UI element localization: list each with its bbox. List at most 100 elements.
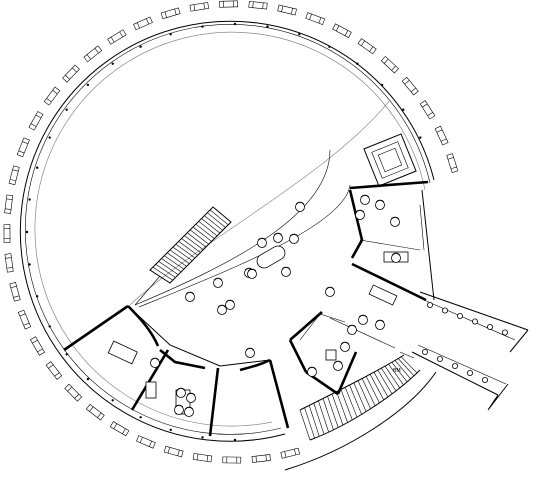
facade-post [86, 377, 90, 381]
chair [186, 393, 196, 403]
chair [217, 305, 227, 315]
side-desk [368, 284, 398, 306]
facade-post [201, 436, 204, 439]
stair-treads [134, 209, 229, 306]
chair [185, 292, 195, 302]
curved-tread [400, 356, 418, 374]
main-stair [134, 206, 232, 306]
bridge-seat [486, 323, 493, 330]
chair [307, 367, 317, 377]
chair [375, 200, 385, 210]
curved-tread [373, 372, 389, 398]
stair-tread [187, 232, 207, 248]
stair-tread [172, 246, 193, 262]
planter-segment [109, 421, 130, 437]
chair [360, 195, 370, 205]
stair-mark-label: BM [393, 368, 401, 374]
curved-tread [394, 360, 411, 379]
chair [347, 325, 357, 335]
planter-segment [29, 336, 46, 356]
chair [390, 217, 400, 227]
facade-post [298, 33, 301, 36]
facade-post [48, 136, 51, 139]
stair-tread [201, 218, 221, 234]
chair [355, 210, 365, 220]
planter-segment [8, 165, 20, 186]
facade-post [139, 416, 142, 419]
planter-segment [401, 76, 419, 96]
planter-segment [357, 38, 377, 55]
curved-tread [391, 362, 408, 382]
chair [358, 315, 368, 325]
curved-stair-treads [304, 356, 418, 439]
planter-segment [83, 45, 103, 63]
stair-tread [204, 215, 223, 231]
planter-segment [28, 111, 44, 131]
partitions [127, 189, 435, 367]
curved-tread [377, 369, 393, 395]
chair [340, 342, 350, 352]
planter-segment [251, 454, 271, 463]
curved-tread [349, 384, 362, 415]
facade-post [233, 22, 237, 26]
chair [150, 358, 160, 368]
bridge-corridor [411, 291, 529, 411]
curved-tread [384, 365, 401, 389]
curved-tread [397, 358, 415, 377]
facade-post [233, 438, 237, 442]
planter-segment [16, 137, 30, 158]
stair-tread [198, 221, 218, 237]
planter-segment [9, 281, 21, 302]
facade-post [28, 198, 31, 201]
stair-tread [178, 241, 198, 256]
chair [245, 348, 255, 358]
curved-tread [331, 393, 344, 426]
bridge-seat [471, 318, 478, 325]
stair-tread [169, 249, 190, 264]
planter-segment [3, 224, 11, 243]
stair-tread [175, 243, 196, 259]
facade-post [48, 325, 51, 328]
chair [375, 320, 385, 330]
kitchenette [145, 381, 157, 399]
facade-post [139, 45, 142, 48]
bridge-seat [456, 312, 463, 319]
planter-segment [277, 4, 297, 16]
planter-segment [4, 194, 14, 214]
stair-tread [189, 229, 209, 245]
planter-segment [189, 2, 210, 12]
curved-tread [308, 405, 320, 437]
curved-tread [361, 378, 376, 406]
stair-tread [158, 261, 179, 275]
planter-segment [222, 456, 242, 464]
bridge-seat [421, 348, 428, 355]
chair [281, 267, 291, 277]
planter-segment [4, 253, 14, 273]
facade-post [86, 83, 90, 87]
planter-segment [380, 55, 399, 74]
curved-tread [344, 387, 358, 418]
bridge-seat [436, 355, 443, 362]
chair [257, 238, 267, 248]
stair-tread [155, 264, 176, 278]
chair [176, 388, 186, 398]
stair-tread [207, 212, 226, 228]
curved-tread [313, 403, 325, 435]
planter-segment [446, 153, 459, 173]
planter-segment [136, 435, 156, 449]
stair-tread [181, 238, 201, 253]
planter-segment [85, 403, 105, 421]
stair-tread [192, 226, 212, 242]
chair [273, 233, 283, 243]
planter-segment [163, 445, 184, 458]
chair [247, 269, 257, 279]
facade-post [28, 263, 31, 266]
facade-post [65, 108, 68, 111]
curved-tread [322, 398, 334, 430]
facade-post [36, 295, 39, 298]
curved-tread [381, 367, 397, 392]
bridge-seat [501, 329, 508, 336]
planter-segment [305, 12, 326, 25]
curved-tread [327, 396, 339, 428]
